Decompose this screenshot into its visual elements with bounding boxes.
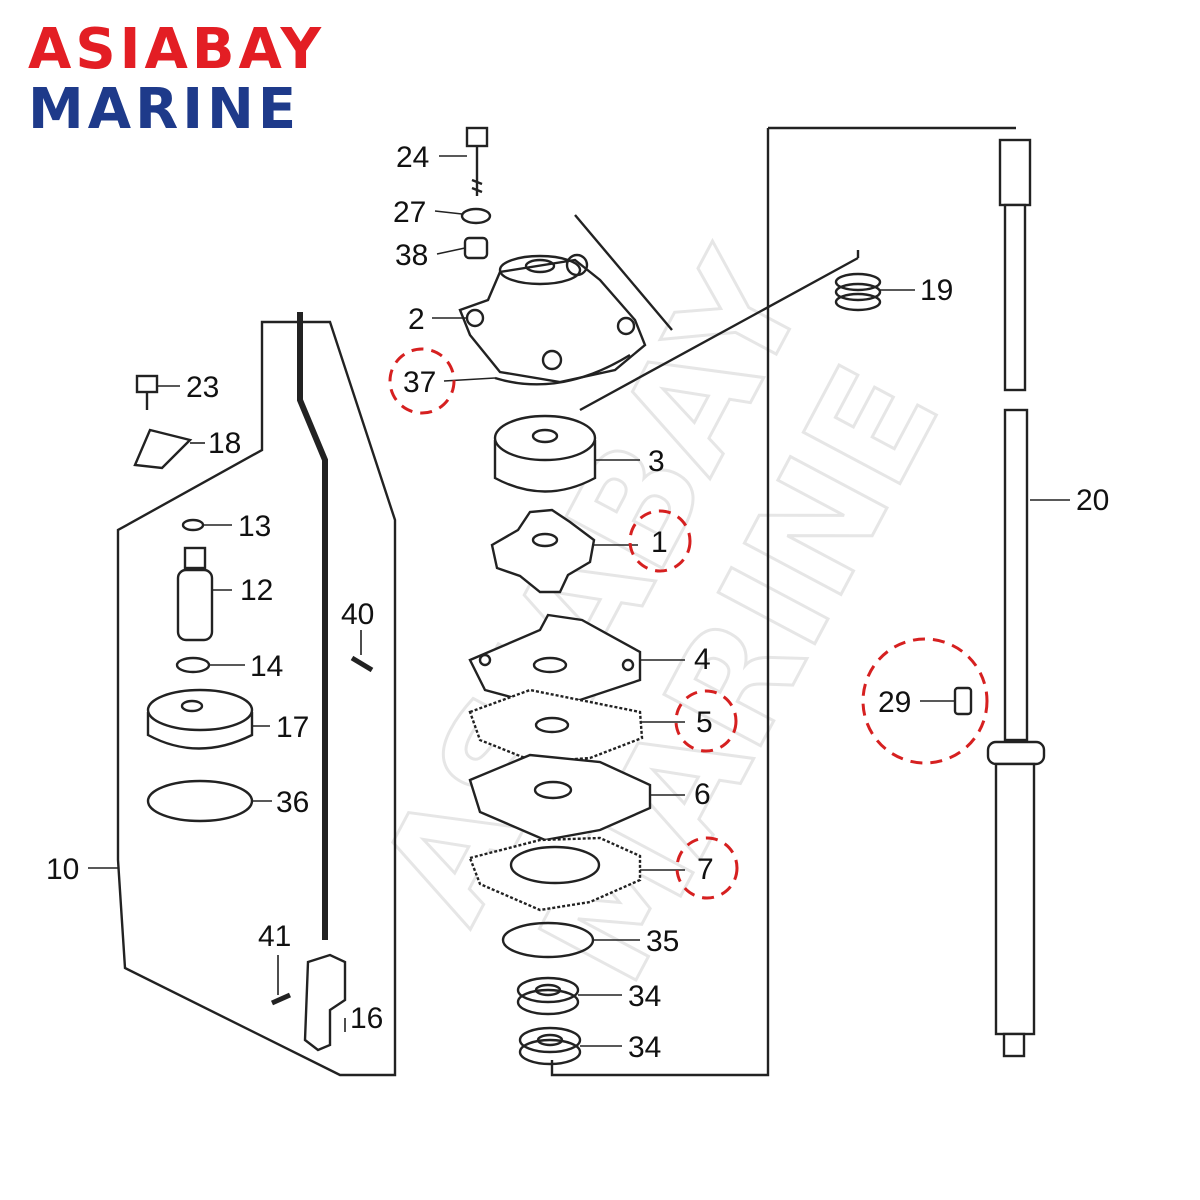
- callout-40: 40: [341, 598, 374, 631]
- callout-17: 17: [276, 711, 309, 744]
- callout-12: 12: [240, 574, 273, 607]
- callout-16: 16: [350, 1002, 383, 1035]
- callout-6: 6: [694, 778, 711, 811]
- callout-5: 5: [696, 706, 713, 739]
- bracket-left-group: [116, 320, 397, 1077]
- callout-18: 18: [208, 427, 241, 460]
- watermark: ASIABAY MARINE: [347, 225, 975, 1010]
- callout-4: 4: [694, 643, 711, 676]
- part-bracket-18: [133, 428, 193, 470]
- part-oil-seal-34b: [518, 1026, 582, 1066]
- part-liner-3: [493, 414, 597, 493]
- part-boot-12: [176, 546, 214, 642]
- part-holder-17: [146, 688, 254, 750]
- callout-1: 1: [651, 526, 668, 559]
- part-washer-27: [460, 207, 492, 225]
- highlight-rings: [388, 347, 989, 900]
- brand-logo: ASIABAY MARINE: [28, 22, 358, 138]
- callout-19: 19: [920, 274, 953, 307]
- brand-line-1: ASIABAY: [28, 17, 326, 82]
- callout-20: 20: [1076, 484, 1109, 517]
- highlight-ring-37: [388, 347, 456, 415]
- bracket-center-group: [550, 126, 1016, 1077]
- part-pump-housing-2: [458, 253, 647, 384]
- part-shift-rod: [297, 312, 328, 940]
- part-spring-19: [834, 272, 882, 312]
- part-case-6: [468, 753, 652, 842]
- callout-3: 3: [648, 445, 665, 478]
- callout-labels: 24 27 38 2 37 3 1 4 5 6 7 35 34 34 19 20…: [46, 141, 1109, 1064]
- part-o-ring-36: [146, 779, 254, 823]
- callout-2: 2: [408, 303, 425, 336]
- highlight-ring-1: [628, 509, 692, 573]
- callout-13: 13: [238, 510, 271, 543]
- callout-24: 24: [396, 141, 429, 174]
- part-bolt-23: [135, 374, 159, 410]
- callout-23: 23: [186, 371, 219, 404]
- callout-41: 41: [258, 920, 291, 953]
- part-impeller-1: [490, 508, 596, 594]
- highlight-ring-7: [675, 836, 739, 900]
- callout-35: 35: [646, 925, 679, 958]
- part-washer-13: [181, 518, 205, 532]
- callout-10: 10: [46, 853, 79, 886]
- part-oil-seal-34a: [516, 976, 580, 1016]
- part-gasket-37: [494, 353, 631, 386]
- part-washer-14: [175, 656, 211, 674]
- brand-line-2: MARINE: [28, 77, 301, 142]
- part-pin-41: [270, 992, 292, 1006]
- callout-36: 36: [276, 786, 309, 819]
- callout-34b: 34: [628, 1031, 661, 1064]
- highlight-ring-29: [861, 637, 989, 765]
- callout-29: 29: [878, 686, 911, 719]
- callout-14: 14: [250, 650, 283, 683]
- callout-37: 37: [403, 366, 436, 399]
- part-gasket-5: [468, 688, 644, 764]
- part-bolt-24: [465, 126, 489, 196]
- part-collar-38: [463, 236, 489, 260]
- callout-38: 38: [395, 239, 428, 272]
- part-vertical-shaft-20: [986, 138, 1046, 1058]
- part-shift-cam-16: [303, 953, 347, 1052]
- part-pin-40: [350, 655, 374, 673]
- highlight-ring-5: [674, 689, 738, 753]
- callout-27: 27: [393, 196, 426, 229]
- callout-34a: 34: [628, 980, 661, 1013]
- callout-7: 7: [697, 853, 714, 886]
- part-key-29: [953, 686, 973, 716]
- part-gasket-7: [468, 836, 642, 912]
